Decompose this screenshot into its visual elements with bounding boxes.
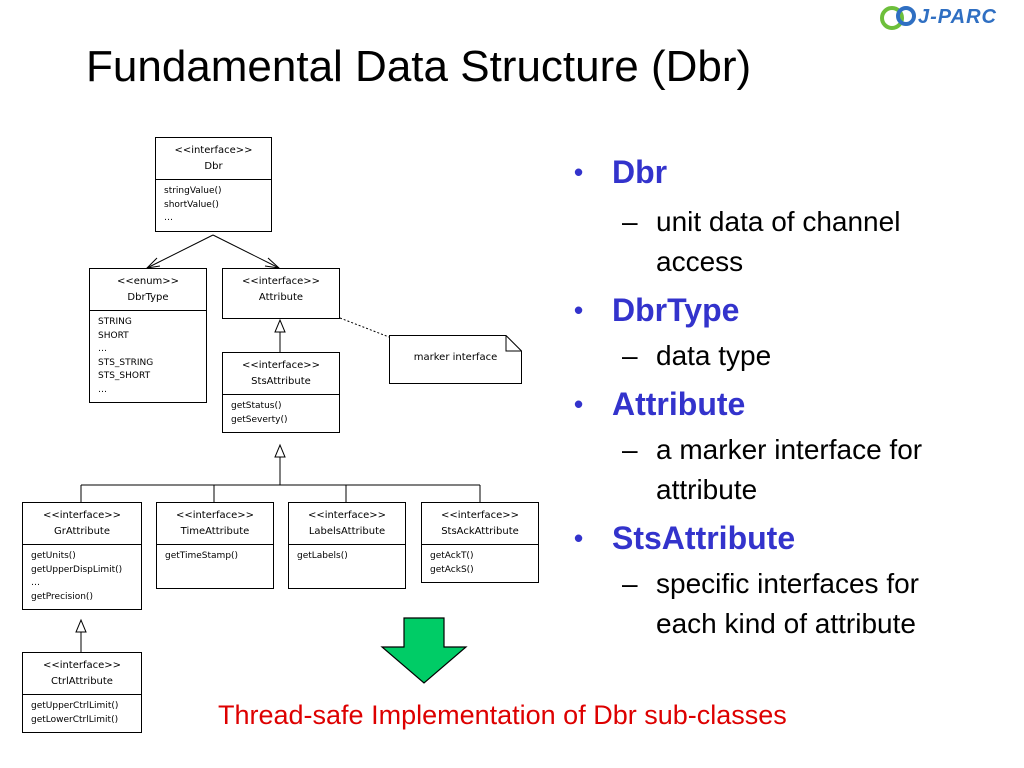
bullet-term-text: StsAttribute bbox=[612, 520, 796, 556]
bullet-desc-line: a marker interface for bbox=[656, 434, 923, 465]
stsattribute-member: getSeverty() bbox=[231, 414, 288, 425]
class-timeattribute: <<interface>> TimeAttribute getTimeStamp(… bbox=[156, 502, 274, 589]
bullet-desc: –unit data of channel access bbox=[570, 202, 1010, 282]
timeattribute-name: TimeAttribute bbox=[180, 526, 250, 537]
timeattribute-stereotype: <<interface>> bbox=[175, 510, 255, 521]
bullet-term-text: DbrType bbox=[612, 292, 740, 328]
dash-icon: – bbox=[622, 434, 638, 465]
class-dbrtype: <<enum>> DbrType STRING SHORT … STS_STRIN… bbox=[89, 268, 207, 403]
ctrlattribute-stereotype: <<interface>> bbox=[42, 660, 122, 671]
bullet-dot-icon: • bbox=[574, 389, 584, 419]
stsattribute-member: getStatus() bbox=[231, 401, 282, 411]
class-stsattribute: <<interface>> StsAttribute getStatus() ge… bbox=[222, 352, 340, 433]
dbrtype-member: SHORT bbox=[98, 330, 129, 341]
dbrtype-member: STS_STRING bbox=[98, 357, 154, 368]
dbrtype-member: … bbox=[98, 384, 107, 395]
dash-icon: – bbox=[622, 340, 638, 371]
dbrtype-member: STS_SHORT bbox=[98, 371, 151, 381]
labelsattribute-stereotype: <<interface>> bbox=[307, 510, 387, 521]
class-attribute: <<interface>> Attribute bbox=[222, 268, 340, 319]
dbr-member: stringValue() bbox=[164, 186, 222, 196]
stsackattribute-member: getAckT() bbox=[430, 551, 474, 561]
note-text: marker interface bbox=[413, 352, 498, 363]
class-dbr: <<interface>> Dbr stringValue() shortValu… bbox=[155, 137, 272, 232]
timeattribute-member: getTimeStamp() bbox=[165, 551, 239, 561]
class-labelsattribute: <<interface>> LabelsAttribute getLabels() bbox=[288, 502, 406, 589]
dbr-stereotype: <<interface>> bbox=[174, 145, 253, 156]
class-stsackattribute: <<interface>> StsAckAttribute getAckT() g… bbox=[421, 502, 539, 583]
jparc-logo-icon bbox=[880, 6, 916, 30]
dbr-member: shortValue() bbox=[164, 199, 219, 210]
bullet-dot-icon: • bbox=[574, 295, 584, 325]
grattribute-member: … bbox=[31, 578, 40, 588]
dbr-member: … bbox=[164, 213, 173, 223]
bullet-term: • StsAttribute bbox=[570, 518, 1010, 558]
bullet-desc-line: each kind of attribute bbox=[656, 608, 916, 639]
bullet-desc-line: specific interfaces for bbox=[656, 568, 919, 599]
grattribute-member: getUnits() bbox=[31, 551, 76, 561]
bullet-desc: –a marker interface for attribute bbox=[570, 430, 1010, 510]
bullet-dot-icon: • bbox=[574, 157, 584, 187]
bullet-term: • DbrType bbox=[570, 290, 1010, 330]
ctrlattribute-member: getUpperCtrlLimit() bbox=[31, 701, 119, 711]
note-shape bbox=[389, 335, 522, 384]
labelsattribute-member: getLabels() bbox=[297, 551, 348, 561]
bullet-desc-line: unit data of channel bbox=[656, 206, 901, 237]
ctrlattribute-member: getLowerCtrlLimit() bbox=[31, 714, 119, 725]
grattribute-member: getPrecision() bbox=[31, 591, 93, 602]
stsackattribute-stereotype: <<interface>> bbox=[440, 510, 520, 521]
bullet-term-text: Dbr bbox=[612, 154, 668, 190]
bullet-term-text: Attribute bbox=[612, 386, 746, 422]
bullet-term: • Attribute bbox=[570, 384, 1010, 424]
dbrtype-name: DbrType bbox=[127, 292, 169, 303]
bullet-desc: –data type bbox=[570, 336, 1010, 376]
class-ctrlattribute: <<interface>> CtrlAttribute getUpperCtrlL… bbox=[22, 652, 142, 733]
stsattribute-name: StsAttribute bbox=[251, 376, 311, 387]
bullet-desc-line: access bbox=[656, 246, 744, 277]
bullet-dot-icon: • bbox=[574, 523, 584, 553]
attribute-name: Attribute bbox=[258, 292, 304, 303]
stsackattribute-member: getAckS() bbox=[430, 564, 474, 575]
dbr-name: Dbr bbox=[204, 161, 223, 172]
labelsattribute-name: LabelsAttribute bbox=[308, 526, 386, 537]
bullet-desc: –specific interfaces for each kind of att… bbox=[570, 564, 1010, 644]
grattribute-stereotype: <<interface>> bbox=[42, 510, 122, 521]
dbrtype-member: … bbox=[98, 344, 107, 354]
dbrtype-member: STRING bbox=[98, 317, 132, 327]
dbrtype-stereotype: <<enum>> bbox=[116, 276, 180, 287]
slide-title: Fundamental Data Structure (Dbr) bbox=[86, 42, 752, 91]
grattribute-member: getUpperDispLimit() bbox=[31, 564, 123, 575]
class-grattribute: <<interface>> GrAttribute getUnits() getU… bbox=[22, 502, 142, 610]
bullet-term: • Dbr bbox=[570, 152, 1010, 192]
bullet-desc-line: data type bbox=[656, 340, 772, 371]
logo-text: J-PARC bbox=[918, 6, 997, 28]
footer-note: Thread-safe Implementation of Dbr sub-cl… bbox=[218, 700, 787, 730]
ctrlattribute-name: CtrlAttribute bbox=[51, 676, 113, 687]
stsackattribute-name: StsAckAttribute bbox=[441, 526, 519, 537]
stsattribute-stereotype: <<interface>> bbox=[241, 360, 321, 371]
dash-icon: – bbox=[622, 206, 638, 237]
grattribute-name: GrAttribute bbox=[53, 526, 110, 537]
bullet-desc-line: attribute bbox=[656, 474, 758, 505]
dash-icon: – bbox=[622, 568, 638, 599]
attribute-stereotype: <<interface>> bbox=[241, 276, 321, 287]
down-arrow-icon bbox=[380, 617, 468, 684]
